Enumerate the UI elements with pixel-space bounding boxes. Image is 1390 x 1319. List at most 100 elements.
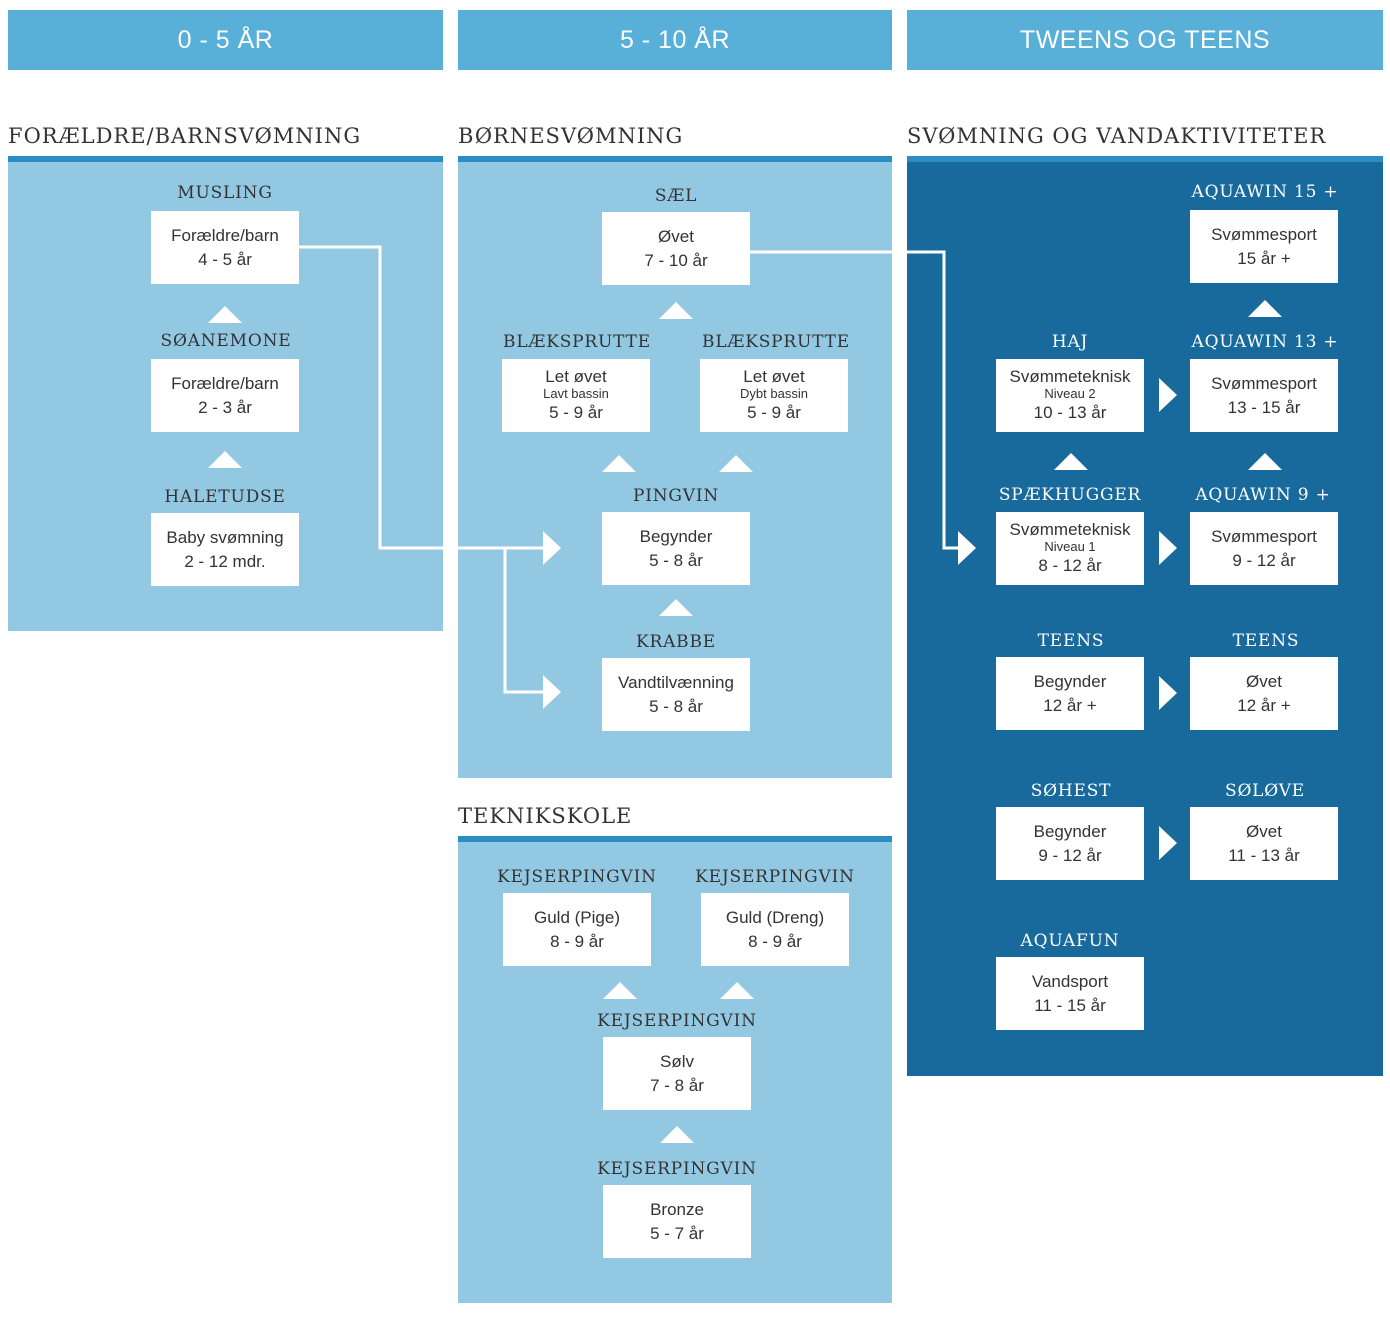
box-kejser-solv-age: 7 - 8 år [650, 1075, 704, 1095]
label-kejser-bronze: KEJSERPINGVIN [597, 1159, 757, 1179]
section-title-born: BØRNESVØMNING [458, 124, 684, 148]
box-sohest-age: 9 - 12 år [1038, 845, 1102, 865]
box-aquafun-title: Vandsport [1031, 971, 1109, 991]
box-kejser-guld-dreng-age: 8 - 9 år [748, 931, 802, 951]
box-krabbe-age: 5 - 8 år [649, 696, 703, 716]
box-aquawin9-title: Svømmesport [1211, 526, 1317, 546]
box-teens-1: Begynder 12 år + [996, 657, 1144, 730]
box-aquawin13-title: Svømmesport [1211, 373, 1317, 393]
box-sael: Øvet 7 - 10 år [602, 212, 750, 285]
box-pingvin-title: Begynder [639, 526, 713, 546]
label-haletudse: HALETUDSE [164, 487, 286, 507]
box-kejser-solv-title: Sølv [660, 1051, 694, 1071]
label-aquawin9: AQUAWIN 9 + [1195, 485, 1331, 505]
box-sael-age: 7 - 10 år [644, 250, 708, 270]
section-title-teknik: TEKNIKSKOLE [458, 804, 633, 828]
box-aquafun-age: 11 - 15 år [1034, 995, 1106, 1015]
box-aquafun: Vandsport 11 - 15 år [996, 957, 1144, 1030]
box-blaek1-title: Let øvet [545, 366, 607, 386]
label-blaek2: BLÆKSPRUTTE [702, 332, 850, 352]
box-kejser-bronze-title: Bronze [650, 1199, 704, 1219]
box-aquawin9-age: 9 - 12 år [1232, 550, 1296, 570]
box-sael-title: Øvet [658, 226, 694, 246]
arrow-right-icon [543, 531, 561, 565]
box-kejser-bronze: Bronze 5 - 7 år [603, 1185, 751, 1258]
box-haj: Svømmeteknisk Niveau 2 10 - 13 år [996, 359, 1144, 432]
label-aquafun: AQUAFUN [1020, 931, 1120, 951]
box-solove: Øvet 11 - 13 år [1190, 807, 1338, 880]
arrow-up-icon [602, 455, 636, 472]
label-blaek1: BLÆKSPRUTTE [503, 332, 651, 352]
panel-svomning [907, 162, 1383, 1076]
label-solove: SØLØVE [1225, 781, 1305, 801]
label-musling: MUSLING [177, 183, 273, 203]
arrow-up-icon [1054, 453, 1088, 470]
box-aquawin9: Svømmesport 9 - 12 år [1190, 512, 1338, 585]
label-teens-1: TEENS [1037, 631, 1105, 651]
label-teens-2: TEENS [1232, 631, 1300, 651]
box-blaek2-title: Let øvet [743, 366, 805, 386]
box-sohest: Begynder 9 - 12 år [996, 807, 1144, 880]
box-pingvin: Begynder 5 - 8 år [602, 512, 750, 585]
band-0-5-label: 0 - 5 ÅR [177, 25, 274, 54]
box-soanemone-title: Forældre/barn [171, 373, 279, 393]
box-krabbe: Vandtilvænning 5 - 8 år [602, 658, 750, 731]
arrow-right-icon [543, 675, 561, 709]
label-kejser-guld-pige: KEJSERPINGVIN [497, 867, 657, 887]
box-musling-title: Forældre/barn [171, 225, 279, 245]
box-blaek2-sub: Dybt bassin [740, 385, 808, 401]
box-kejser-solv: Sølv 7 - 8 år [603, 1037, 751, 1110]
arrow-right-icon [1159, 676, 1177, 710]
label-sohest: SØHEST [1030, 781, 1112, 801]
arrow-up-icon [720, 982, 754, 999]
arrow-up-icon [603, 982, 637, 999]
box-soanemone-age: 2 - 3 år [198, 397, 252, 417]
section-title-foraeldre: FORÆLDRE/BARNSVØMNING [8, 124, 362, 148]
label-soanemone: SØANEMONE [160, 331, 292, 351]
box-aquawin15-age: 15 år + [1237, 248, 1291, 268]
band-tweens: TWEENS OG TEENS [907, 10, 1383, 70]
band-0-5: 0 - 5 ÅR [8, 10, 443, 70]
arrow-right-icon [1159, 378, 1177, 412]
box-musling-age: 4 - 5 år [198, 249, 252, 269]
box-haletudse-age: 2 - 12 mdr. [184, 551, 266, 571]
box-soanemone: Forældre/barn 2 - 3 år [151, 359, 299, 432]
label-kejser-guld-dreng: KEJSERPINGVIN [695, 867, 855, 887]
label-haj: HAJ [1051, 332, 1089, 352]
arrow-up-icon [659, 599, 693, 616]
box-kejser-guld-dreng: Guld (Dreng) 8 - 9 år [701, 893, 849, 966]
rule-foraeldre [8, 156, 443, 162]
box-kejser-guld-pige-title: Guld (Pige) [534, 907, 620, 927]
box-aquawin15-title: Svømmesport [1211, 224, 1317, 244]
label-kejser-solv: KEJSERPINGVIN [597, 1011, 757, 1031]
arrow-up-icon [208, 451, 242, 468]
arrow-right-icon [1159, 826, 1177, 860]
box-kejser-bronze-age: 5 - 7 år [650, 1223, 704, 1243]
box-aquawin15: Svømmesport 15 år + [1190, 210, 1338, 283]
box-haj-age: 10 - 13 år [1033, 402, 1107, 422]
box-teens-1-title: Begynder [1033, 671, 1107, 691]
label-spaekhugger: SPÆKHUGGER [998, 485, 1142, 505]
box-blaek1: Let øvet Lavt bassin 5 - 9 år [502, 359, 650, 432]
arrow-up-icon [719, 455, 753, 472]
box-spaekhugger-title: Svømmeteknisk [1009, 519, 1131, 539]
box-solove-age: 11 - 13 år [1228, 845, 1300, 865]
box-teens-1-age: 12 år + [1043, 695, 1097, 715]
box-aquawin13-age: 13 - 15 år [1227, 397, 1301, 417]
box-sohest-title: Begynder [1033, 821, 1107, 841]
arrow-up-icon [1248, 300, 1282, 317]
box-blaek2: Let øvet Dybt bassin 5 - 9 år [700, 359, 848, 432]
box-teens-2-age: 12 år + [1237, 695, 1291, 715]
box-teens-2-title: Øvet [1246, 671, 1282, 691]
label-aquawin13: AQUAWIN 13 + [1191, 332, 1339, 352]
box-haletudse: Baby svømning 2 - 12 mdr. [151, 513, 299, 586]
band-tweens-label: TWEENS OG TEENS [1019, 25, 1271, 54]
box-kejser-guld-pige: Guld (Pige) 8 - 9 år [503, 893, 651, 966]
box-spaekhugger-age: 8 - 12 år [1038, 555, 1102, 575]
box-kejser-guld-pige-age: 8 - 9 år [550, 931, 604, 951]
label-krabbe: KRABBE [636, 632, 716, 652]
box-blaek2-age: 5 - 9 år [747, 402, 801, 422]
arrow-right-icon [1159, 531, 1177, 565]
label-pingvin: PINGVIN [632, 486, 720, 506]
